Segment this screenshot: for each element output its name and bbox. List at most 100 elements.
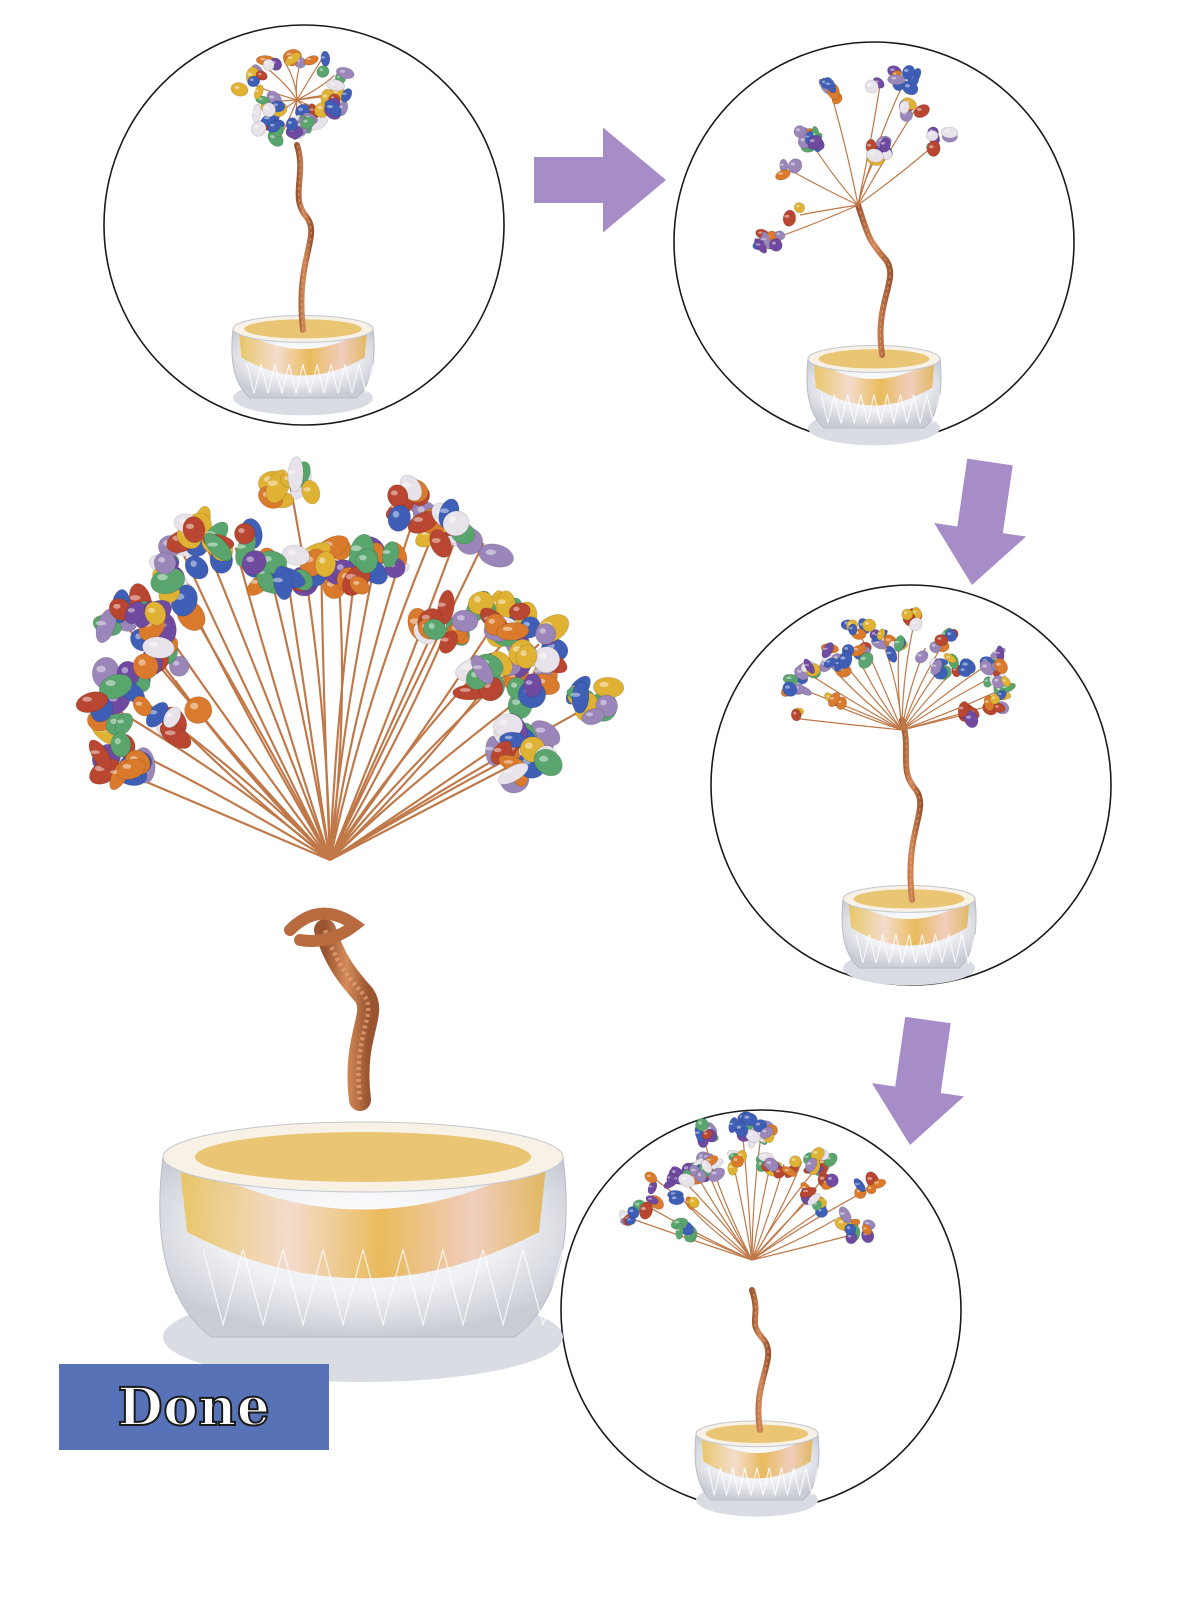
- crystal-chip: [885, 645, 898, 663]
- crystal-chip: [887, 74, 906, 86]
- copper-branch: [284, 566, 332, 861]
- copper-branch: [329, 540, 456, 861]
- crystal-chip: [470, 654, 494, 685]
- crystal-chip: [898, 100, 910, 114]
- crystal-chip: [668, 1193, 685, 1206]
- crystal-chip: [879, 137, 891, 153]
- crystal-chip: [132, 653, 159, 680]
- crystal-chip: [862, 618, 877, 633]
- crystal-chip: [858, 651, 874, 669]
- crystal-chip: [926, 140, 941, 157]
- crystal-chip: [865, 148, 884, 163]
- crystal-chip: [495, 622, 530, 641]
- crystal-chip: [423, 618, 447, 641]
- crystal-chip: [821, 642, 834, 659]
- crystal-chip: [1000, 676, 1011, 688]
- crystal-chip: [823, 657, 837, 668]
- crystal-chip: [533, 646, 561, 674]
- crystal-chip: [624, 1216, 637, 1226]
- copper-branch: [118, 769, 331, 861]
- crystal-chip: [534, 623, 557, 645]
- crystal-chip: [247, 75, 261, 88]
- copper-branch: [296, 74, 335, 101]
- step-2-tree: [752, 64, 959, 446]
- copper-branch: [328, 521, 440, 861]
- copper-branch: [126, 746, 331, 861]
- copper-branch: [901, 619, 916, 731]
- crystal-chip: [838, 650, 853, 670]
- crystal-chip: [203, 532, 233, 562]
- crystal-chip: [957, 700, 970, 718]
- crystal-chip: [234, 522, 256, 545]
- crystal-chip: [324, 99, 342, 118]
- crystal-chip: [708, 1167, 726, 1183]
- crystal-chip: [142, 636, 175, 659]
- crystal-chip: [184, 555, 209, 580]
- crystal-chip: [827, 692, 841, 708]
- arrow-step-3-to-4: [871, 1016, 964, 1145]
- crystal-chip: [775, 169, 791, 181]
- crystal-chip: [901, 608, 914, 621]
- crystal-chip: [581, 708, 605, 726]
- crystal-chip: [326, 78, 346, 92]
- copper-branch: [751, 1210, 821, 1261]
- crystal-chip: [314, 551, 337, 578]
- copper-branch: [751, 1188, 870, 1261]
- crystal-chip: [940, 126, 959, 139]
- crystal-chip: [695, 1117, 709, 1132]
- crystal-chip: [163, 706, 182, 729]
- crystal-chip: [728, 1116, 738, 1134]
- copper-branch: [857, 630, 903, 731]
- crystal-chip: [677, 1173, 696, 1188]
- crystal-chip: [252, 103, 262, 124]
- crystal-chip: [687, 1196, 700, 1209]
- crystal-chip: [267, 120, 282, 133]
- crystal-chip: [759, 1126, 774, 1140]
- crystal-chip: [914, 650, 929, 664]
- crystal-chip: [110, 732, 132, 758]
- crystal-chip: [320, 50, 331, 67]
- crystal-chip: [439, 630, 459, 654]
- crystal-chip: [782, 209, 796, 227]
- crystal-chip: [644, 1171, 658, 1184]
- crystal-chip: [88, 739, 112, 770]
- crystal-chip: [731, 1154, 744, 1168]
- copper-branch: [789, 169, 859, 206]
- crystal-chip: [925, 129, 939, 142]
- crystal-chip: [255, 70, 268, 81]
- crystal-chip: [281, 544, 311, 566]
- copper-branch: [901, 688, 1004, 731]
- crystal-chip: [261, 102, 276, 118]
- crystal-chip: [571, 681, 590, 714]
- copper-branch: [328, 565, 358, 861]
- crystal-chip: [284, 51, 301, 66]
- crystal-chip: [993, 658, 1009, 674]
- crystal-chip: [184, 696, 213, 724]
- crystal-chip: [335, 66, 355, 80]
- crystal-chip: [251, 120, 267, 137]
- crystal-chip: [788, 1155, 802, 1168]
- copper-branch: [751, 1219, 836, 1261]
- crystal-chip: [913, 104, 930, 119]
- crystal-chip: [763, 1157, 779, 1172]
- copper-branch: [329, 617, 440, 861]
- copper-trunk: [314, 919, 380, 1111]
- crystal-chip: [793, 125, 807, 138]
- crystal-chip: [864, 79, 879, 94]
- crystal-chip: [695, 1169, 707, 1184]
- copper-branch: [329, 631, 448, 861]
- copper-branch: [796, 717, 903, 731]
- crystal-chip: [303, 55, 319, 66]
- crystal-chip: [639, 1201, 654, 1220]
- trunk-twist: [284, 907, 365, 947]
- copper-branch: [328, 565, 376, 861]
- crystal-chip: [930, 658, 943, 676]
- crystal-chip: [287, 456, 304, 493]
- crystal-chip: [901, 64, 916, 80]
- crystal-chip: [387, 504, 411, 532]
- crystal-chip: [340, 88, 353, 103]
- crystal-chip: [799, 1186, 817, 1198]
- crystal-chip: [844, 1223, 857, 1236]
- copper-branch: [329, 542, 485, 861]
